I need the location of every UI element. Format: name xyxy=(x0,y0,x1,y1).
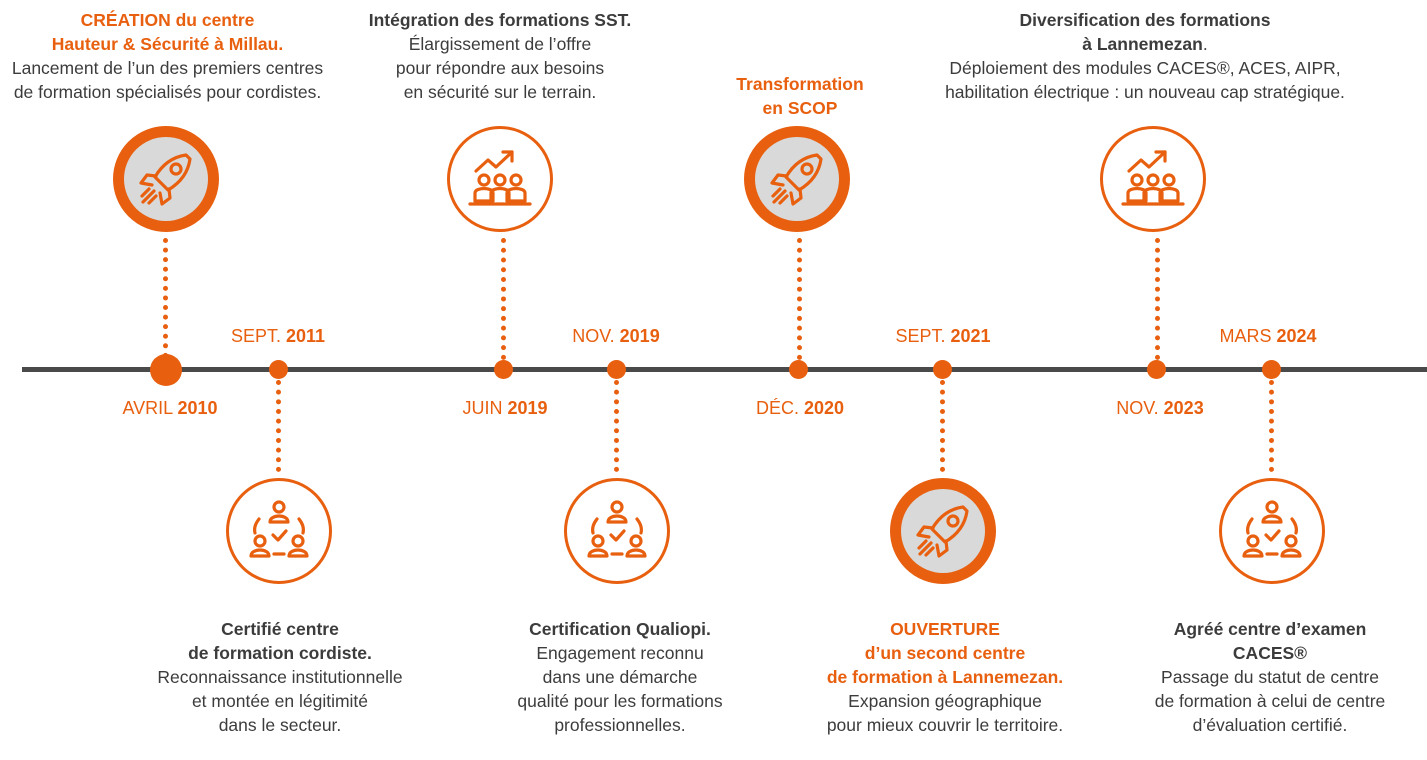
event-nov-2019-desc: Engagement reconnu xyxy=(536,643,704,663)
event-nov-2019-desc-line3: qualité pour les formations xyxy=(517,691,723,711)
event-2010-title: CRÉATION du centre xyxy=(80,10,255,30)
event-2023-title-line2: à Lannemezan xyxy=(1082,34,1203,54)
date-2010-year: 2010 xyxy=(177,398,218,418)
event-2023-desc: Déploiement des modules CACES®, ACES, AI… xyxy=(949,58,1341,78)
connector-sept-2011 xyxy=(276,380,281,472)
event-sept-2021-desc-line2: pour mieux couvrir le territoire. xyxy=(826,715,1064,735)
event-sept-2011-desc-line2: et montée en légitimité xyxy=(191,691,369,711)
date-mars-2024: MARS 2024 xyxy=(1208,326,1328,347)
certified-network-icon xyxy=(226,478,332,584)
growth-team-icon xyxy=(1100,126,1206,232)
event-sept-2011-desc: Reconnaissance institutionnelle xyxy=(157,667,403,687)
date-nov-2019-year: 2019 xyxy=(619,326,660,346)
connector-nov-2023 xyxy=(1155,238,1160,360)
date-sept-2011-month: SEPT. xyxy=(230,326,281,346)
date-nov-2023-year: 2023 xyxy=(1163,398,1204,418)
event-nov-2019-desc-line2: dans une démarche xyxy=(542,667,698,687)
event-2020-text: Transformation en SCOP xyxy=(700,72,900,120)
date-mars-2024-year: 2024 xyxy=(1276,326,1317,346)
event-juin-2019-desc-line2: pour répondre aux besoins xyxy=(395,58,605,78)
date-dec-2020-year: 2020 xyxy=(803,398,845,418)
event-sept-2021-text: OUVERTURE d’un second centre de formatio… xyxy=(795,617,1095,737)
date-dec-2020-month: DÉC. xyxy=(755,398,799,418)
connector-2010 xyxy=(163,238,168,358)
event-juin-2019-title: Intégration des formations SST. xyxy=(368,10,632,30)
timeline-dot-nov-2019 xyxy=(607,360,626,379)
event-sept-2011-title-line2: de formation cordiste. xyxy=(188,643,372,663)
date-dec-2020: DÉC. 2020 xyxy=(740,398,860,419)
event-mars-2024-title-line2: CACES® xyxy=(1232,643,1308,663)
event-2010-desc-line2: de formation spécialisés pour cordistes. xyxy=(13,82,322,102)
certified-network-icon xyxy=(564,478,670,584)
event-nov-2019-title: Certification Qualiopi. xyxy=(529,619,711,639)
date-nov-2019: NOV. 2019 xyxy=(556,326,676,347)
timeline-dot-2010 xyxy=(150,354,182,386)
event-mars-2024-desc-line3: d’évaluation certifié. xyxy=(1192,715,1348,735)
event-mars-2024-desc-line2: de formation à celui de centre xyxy=(1154,691,1386,711)
connector-mars-2024 xyxy=(1269,380,1274,472)
timeline-dot-sept-2021 xyxy=(933,360,952,379)
event-sept-2011-title: Certifié centre xyxy=(221,619,339,639)
event-2010-text: CRÉATION du centre Hauteur & Sécurité à … xyxy=(0,8,335,104)
date-2010: AVRIL 2010 xyxy=(110,398,230,419)
date-juin-2019: JUIN 2019 xyxy=(445,398,565,419)
event-sept-2021-title-line2: d’un second centre xyxy=(864,643,1026,663)
date-sept-2021: SEPT. 2021 xyxy=(883,326,1003,347)
timeline-dot-nov-2023 xyxy=(1147,360,1166,379)
date-sept-2021-month: SEPT. xyxy=(895,326,946,346)
date-sept-2021-year: 2021 xyxy=(950,326,991,346)
event-2023-text: Diversification des formations à Lanneme… xyxy=(935,8,1355,104)
rocket-icon xyxy=(744,126,850,232)
event-2020-title: Transformation xyxy=(736,74,864,94)
event-juin-2019-desc-line3: en sécurité sur le terrain. xyxy=(403,82,597,102)
event-2010-desc: Lancement de l’un des premiers centres xyxy=(11,58,324,78)
rocket-icon xyxy=(890,478,996,584)
event-sept-2011-text: Certifié centre de formation cordiste. R… xyxy=(130,617,430,737)
timeline-dot-dec-2020 xyxy=(789,360,808,379)
event-2023-title-suffix: . xyxy=(1202,34,1208,54)
event-juin-2019-desc: Élargissement de l’offre xyxy=(408,34,592,54)
event-mars-2024-title: Agréé centre d’examen xyxy=(1173,619,1367,639)
date-nov-2023-month: NOV. xyxy=(1116,398,1159,418)
timeline-dot-mars-2024 xyxy=(1262,360,1281,379)
event-sept-2021-title-line3: de formation à Lannemezan. xyxy=(826,667,1064,687)
date-nov-2019-month: NOV. xyxy=(572,326,615,346)
timeline-axis xyxy=(22,367,1427,372)
event-sept-2021-title: OUVERTURE xyxy=(890,619,1000,639)
connector-juin-2019 xyxy=(501,238,506,360)
date-sept-2011-year: 2011 xyxy=(285,326,326,346)
growth-team-icon xyxy=(447,126,553,232)
connector-sept-2021 xyxy=(940,380,945,472)
date-sept-2011: SEPT. 2011 xyxy=(218,326,338,347)
event-nov-2019-text: Certification Qualiopi. Engagement recon… xyxy=(470,617,770,737)
connector-nov-2019 xyxy=(614,380,619,472)
date-2010-month: AVRIL xyxy=(122,398,173,418)
date-juin-2019-year: 2019 xyxy=(507,398,548,418)
timeline-dot-sept-2011 xyxy=(269,360,288,379)
event-mars-2024-desc: Passage du statut de centre xyxy=(1161,667,1379,687)
certified-network-icon xyxy=(1219,478,1325,584)
event-nov-2019-desc-line4: professionnelles. xyxy=(554,715,686,735)
event-mars-2024-text: Agréé centre d’examen CACES® Passage du … xyxy=(1120,617,1420,737)
event-2010-title-line2: Hauteur & Sécurité à Millau. xyxy=(51,34,284,54)
event-2020-title-line2: en SCOP xyxy=(762,98,838,118)
event-2023-title: Diversification des formations xyxy=(1019,10,1271,30)
timeline-dot-juin-2019 xyxy=(494,360,513,379)
date-juin-2019-month: JUIN xyxy=(462,398,503,418)
date-nov-2023: NOV. 2023 xyxy=(1100,398,1220,419)
event-2023-desc-line2: habilitation électrique : un nouveau cap… xyxy=(945,82,1345,102)
date-mars-2024-month: MARS xyxy=(1219,326,1272,346)
event-juin-2019-text: Intégration des formations SST. Élargiss… xyxy=(340,8,660,104)
connector-dec-2020 xyxy=(797,238,802,360)
event-sept-2021-desc: Expansion géographique xyxy=(848,691,1042,711)
event-sept-2011-desc-line3: dans le secteur. xyxy=(218,715,342,735)
rocket-icon xyxy=(113,126,219,232)
